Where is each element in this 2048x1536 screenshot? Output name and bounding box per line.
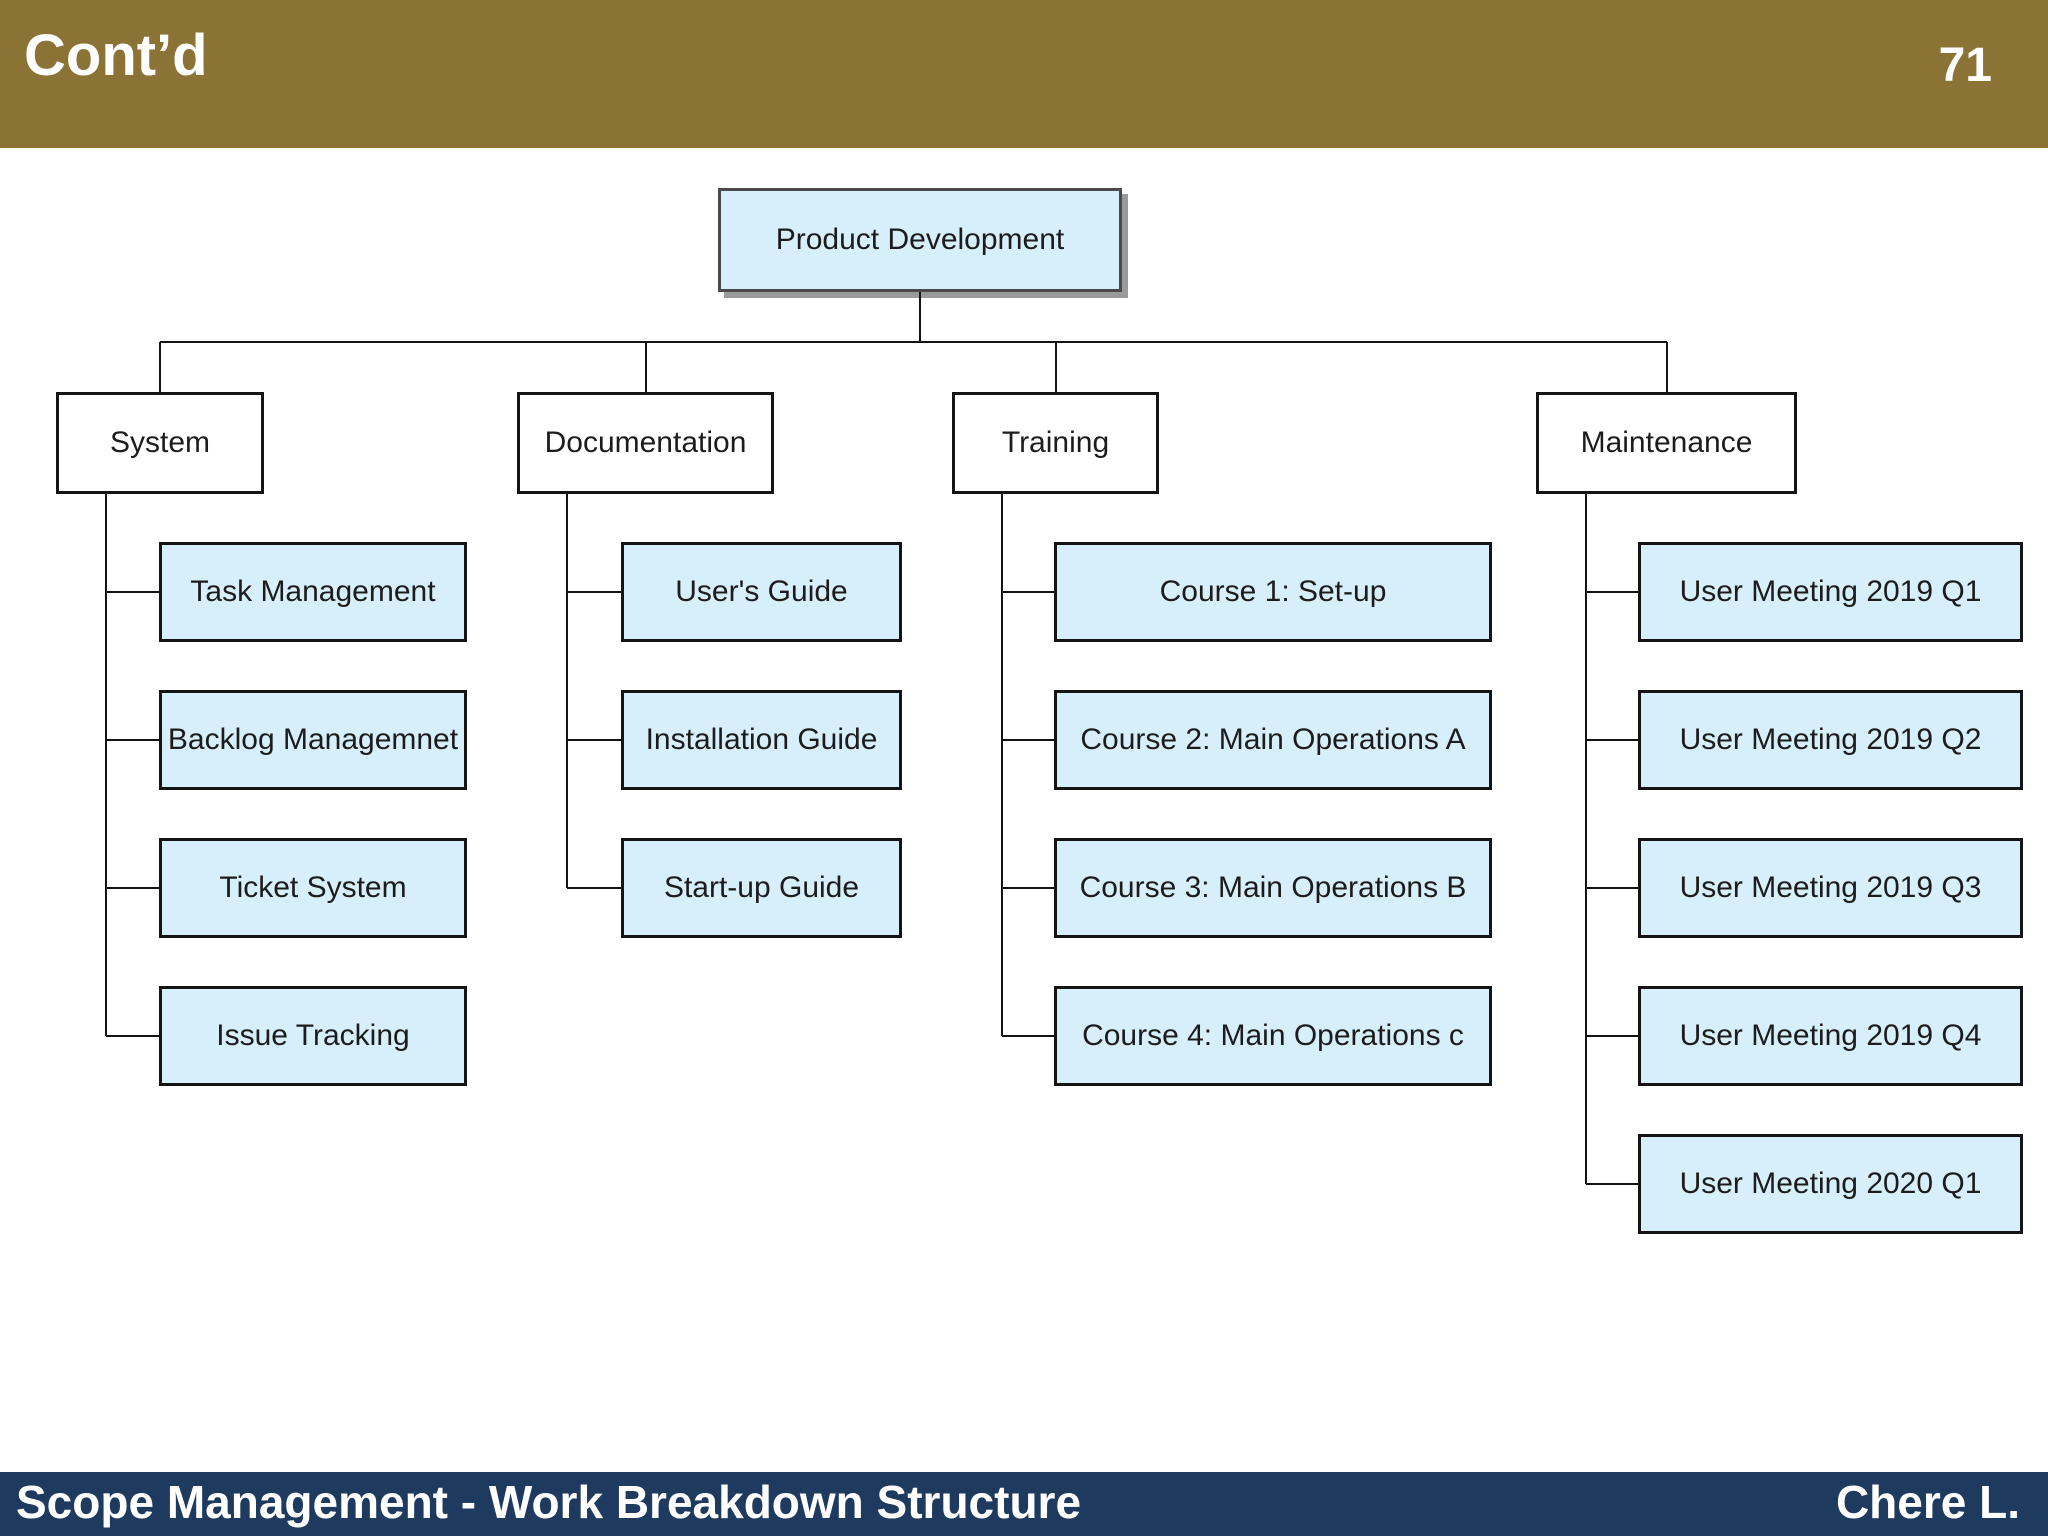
node-user-meeting-2020-q1: User Meeting 2020 Q1 xyxy=(1638,1134,2023,1234)
node-system-label: System xyxy=(109,425,211,459)
node-course-3-main-operations-b-label: Course 3: Main Operations B xyxy=(1079,870,1467,904)
node-product-development-label: Product Development xyxy=(775,222,1065,256)
node-user-meeting-2019-q2-label: User Meeting 2019 Q2 xyxy=(1679,722,1982,756)
node-user-meeting-2019-q4-label: User Meeting 2019 Q4 xyxy=(1679,1018,1982,1052)
node-backlog-managemnet-label: Backlog Managemnet xyxy=(167,722,459,756)
node-user-meeting-2020-q1-label: User Meeting 2020 Q1 xyxy=(1679,1166,1982,1200)
node-training-label: Training xyxy=(1001,425,1110,459)
leaf-elbow-line xyxy=(1002,739,1054,741)
node-product-development: Product Development xyxy=(718,188,1122,292)
level1-bus-line xyxy=(160,341,1667,343)
leaf-elbow-line xyxy=(1586,591,1638,593)
leaf-elbow-line xyxy=(567,739,621,741)
node-documentation: Documentation xyxy=(517,392,774,494)
node-user-s-guide-label: User's Guide xyxy=(675,574,848,608)
node-user-s-guide: User's Guide xyxy=(621,542,902,642)
page-number: 71 xyxy=(1938,39,1992,92)
header-bar: Cont’d 71 xyxy=(0,0,2048,148)
root-trunk-line xyxy=(919,292,921,342)
leaf-elbow-line xyxy=(1002,887,1054,889)
node-start-up-guide: Start-up Guide xyxy=(621,838,902,938)
node-course-4-main-operations-c-label: Course 4: Main Operations c xyxy=(1082,1018,1464,1052)
branch-drop-line xyxy=(159,342,161,392)
node-user-meeting-2019-q3-label: User Meeting 2019 Q3 xyxy=(1679,870,1982,904)
leaf-elbow-line xyxy=(567,887,621,889)
slide-title: Cont’d xyxy=(24,23,208,88)
node-installation-guide-label: Installation Guide xyxy=(645,722,878,756)
branch-trunk-line xyxy=(105,494,107,1036)
node-task-management-label: Task Management xyxy=(190,574,436,608)
leaf-elbow-line xyxy=(106,591,159,593)
node-course-3-main-operations-b: Course 3: Main Operations B xyxy=(1054,838,1492,938)
node-user-meeting-2019-q1: User Meeting 2019 Q1 xyxy=(1638,542,2023,642)
branch-trunk-line xyxy=(1585,494,1587,1184)
node-user-meeting-2019-q1-label: User Meeting 2019 Q1 xyxy=(1679,574,1982,608)
node-course-1-set-up: Course 1: Set-up xyxy=(1054,542,1492,642)
node-course-2-main-operations-a: Course 2: Main Operations A xyxy=(1054,690,1492,790)
branch-drop-line xyxy=(1665,342,1668,392)
leaf-elbow-line xyxy=(106,739,159,741)
node-maintenance: Maintenance xyxy=(1536,392,1797,494)
node-course-2-main-operations-a-label: Course 2: Main Operations A xyxy=(1080,722,1466,756)
branch-trunk-line xyxy=(566,494,568,888)
node-ticket-system-label: Ticket System xyxy=(219,870,407,904)
branch-trunk-line xyxy=(1001,494,1003,1036)
node-ticket-system: Ticket System xyxy=(159,838,467,938)
footer-title: Scope Management - Work Breakdown Struct… xyxy=(16,1476,1082,1528)
node-maintenance-label: Maintenance xyxy=(1580,425,1753,459)
node-issue-tracking: Issue Tracking xyxy=(159,986,467,1086)
node-training: Training xyxy=(952,392,1159,494)
node-course-1-set-up-label: Course 1: Set-up xyxy=(1159,574,1387,608)
leaf-elbow-line xyxy=(1002,591,1054,593)
leaf-elbow-line xyxy=(1586,1183,1638,1185)
leaf-elbow-line xyxy=(1586,887,1638,889)
leaf-elbow-line xyxy=(1586,1035,1638,1037)
node-course-4-main-operations-c: Course 4: Main Operations c xyxy=(1054,986,1492,1086)
branch-drop-line xyxy=(1054,342,1057,392)
node-user-meeting-2019-q2: User Meeting 2019 Q2 xyxy=(1638,690,2023,790)
node-user-meeting-2019-q3: User Meeting 2019 Q3 xyxy=(1638,838,2023,938)
footer-bar: Scope Management - Work Breakdown Struct… xyxy=(0,1472,2048,1536)
node-system: System xyxy=(56,392,264,494)
leaf-elbow-line xyxy=(1586,739,1638,741)
node-start-up-guide-label: Start-up Guide xyxy=(663,870,860,904)
node-task-management: Task Management xyxy=(159,542,467,642)
footer-author: Chere L. xyxy=(1835,1476,2020,1528)
leaf-elbow-line xyxy=(567,591,621,593)
node-documentation-label: Documentation xyxy=(544,425,747,459)
leaf-elbow-line xyxy=(1002,1035,1054,1037)
node-backlog-managemnet: Backlog Managemnet xyxy=(159,690,467,790)
node-installation-guide: Installation Guide xyxy=(621,690,902,790)
leaf-elbow-line xyxy=(106,887,159,889)
branch-drop-line xyxy=(644,342,647,392)
node-issue-tracking-label: Issue Tracking xyxy=(216,1018,410,1052)
node-user-meeting-2019-q4: User Meeting 2019 Q4 xyxy=(1638,986,2023,1086)
leaf-elbow-line xyxy=(106,1035,159,1037)
